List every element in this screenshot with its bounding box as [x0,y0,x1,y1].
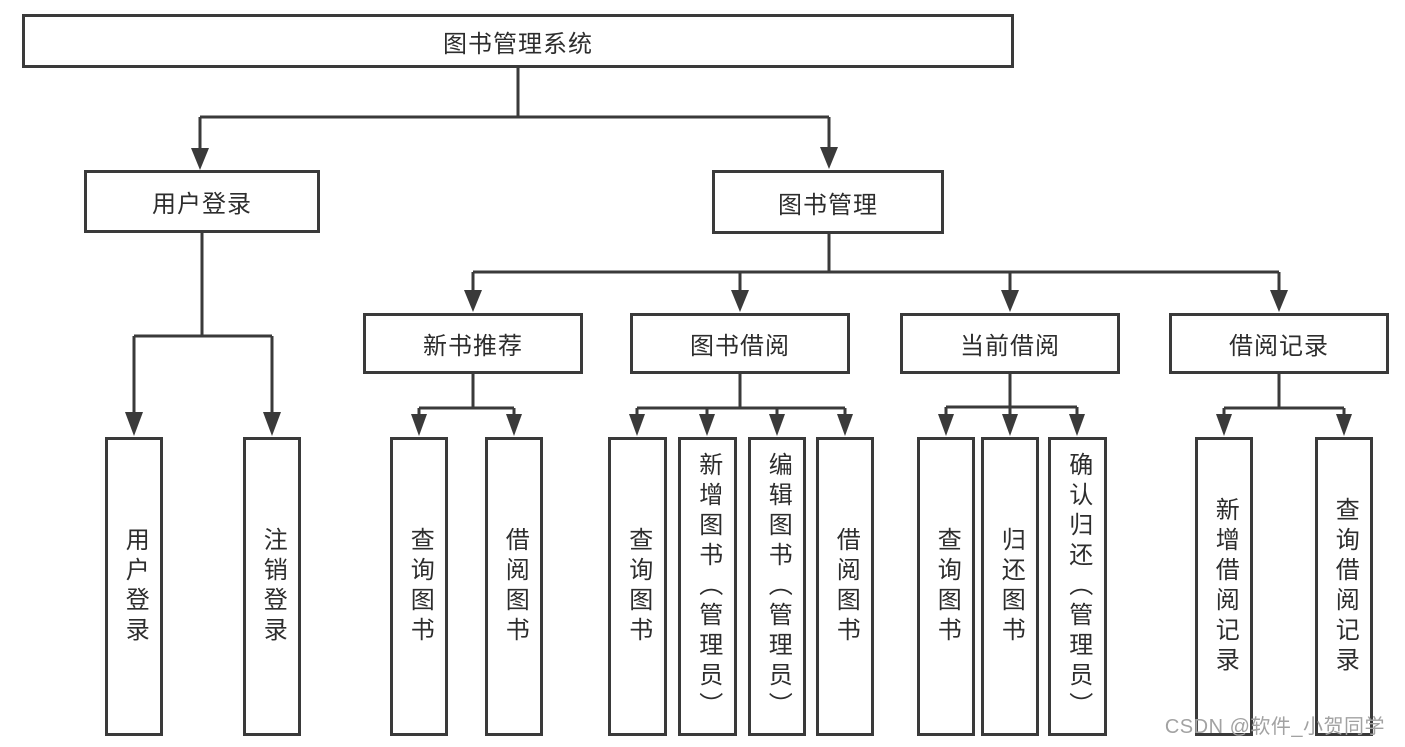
node-label: 借阅记录 [1229,333,1329,360]
leaf-user-login: 用户登录 [105,437,163,736]
node-label: 新书推荐 [423,333,523,360]
node-label: 查询图书 [933,526,961,647]
node-label: 借阅图书 [501,526,529,647]
node-label: 借阅图书 [832,526,860,647]
leaf-borrow-books: 借阅图书 [816,437,874,736]
node-label: 确认归还（管理员） [1064,451,1092,722]
node-label: 查询借阅记录 [1331,496,1359,677]
leaf-add-borrow-record: 新增借阅记录 [1195,437,1253,736]
node-book-borrowing: 图书借阅 [630,313,850,374]
node-label: 新增图书（管理员） [694,451,722,722]
node-current-borrowing: 当前借阅 [900,313,1120,374]
leaf-logout: 注销登录 [243,437,301,736]
node-label: 编辑图书（管理员） [764,451,792,722]
node-new-book-recommend: 新书推荐 [363,313,583,374]
node-label: 用户登录 [152,191,252,218]
node-label: 归还图书 [997,526,1025,647]
node-label: 注销登录 [259,526,287,647]
node-label: 新增借阅记录 [1211,496,1239,677]
node-label: 当前借阅 [960,333,1060,360]
node-label: 图书借阅 [690,333,790,360]
leaf-return-books: 归还图书 [981,437,1039,736]
connector-arrowheads [125,147,1352,436]
leaf-query-borrow-record: 查询借阅记录 [1315,437,1373,736]
node-book-management: 图书管理 [712,170,944,234]
node-label: 查询图书 [406,526,434,647]
csdn-watermark: CSDN @软件_小贺同学 [1164,716,1385,738]
leaf-confirm-return-admin: 确认归还（管理员） [1048,437,1107,736]
leaf-edit-books-admin: 编辑图书（管理员） [748,437,806,736]
leaf-query-books-borrow: 查询图书 [608,437,667,736]
node-library-management-system: 图书管理系统 [22,14,1014,68]
node-label: 用户登录 [121,526,149,647]
node-user-login: 用户登录 [84,170,320,233]
leaf-query-books-current: 查询图书 [917,437,975,736]
leaf-borrow-books-recommend: 借阅图书 [485,437,543,736]
node-label: 查询图书 [624,526,652,647]
leaf-add-books-admin: 新增图书（管理员） [678,437,737,736]
node-label: 图书管理 [778,191,878,219]
node-label: 图书管理系统 [443,30,593,58]
node-borrowing-records: 借阅记录 [1169,313,1389,374]
leaf-query-books-recommend: 查询图书 [390,437,448,736]
